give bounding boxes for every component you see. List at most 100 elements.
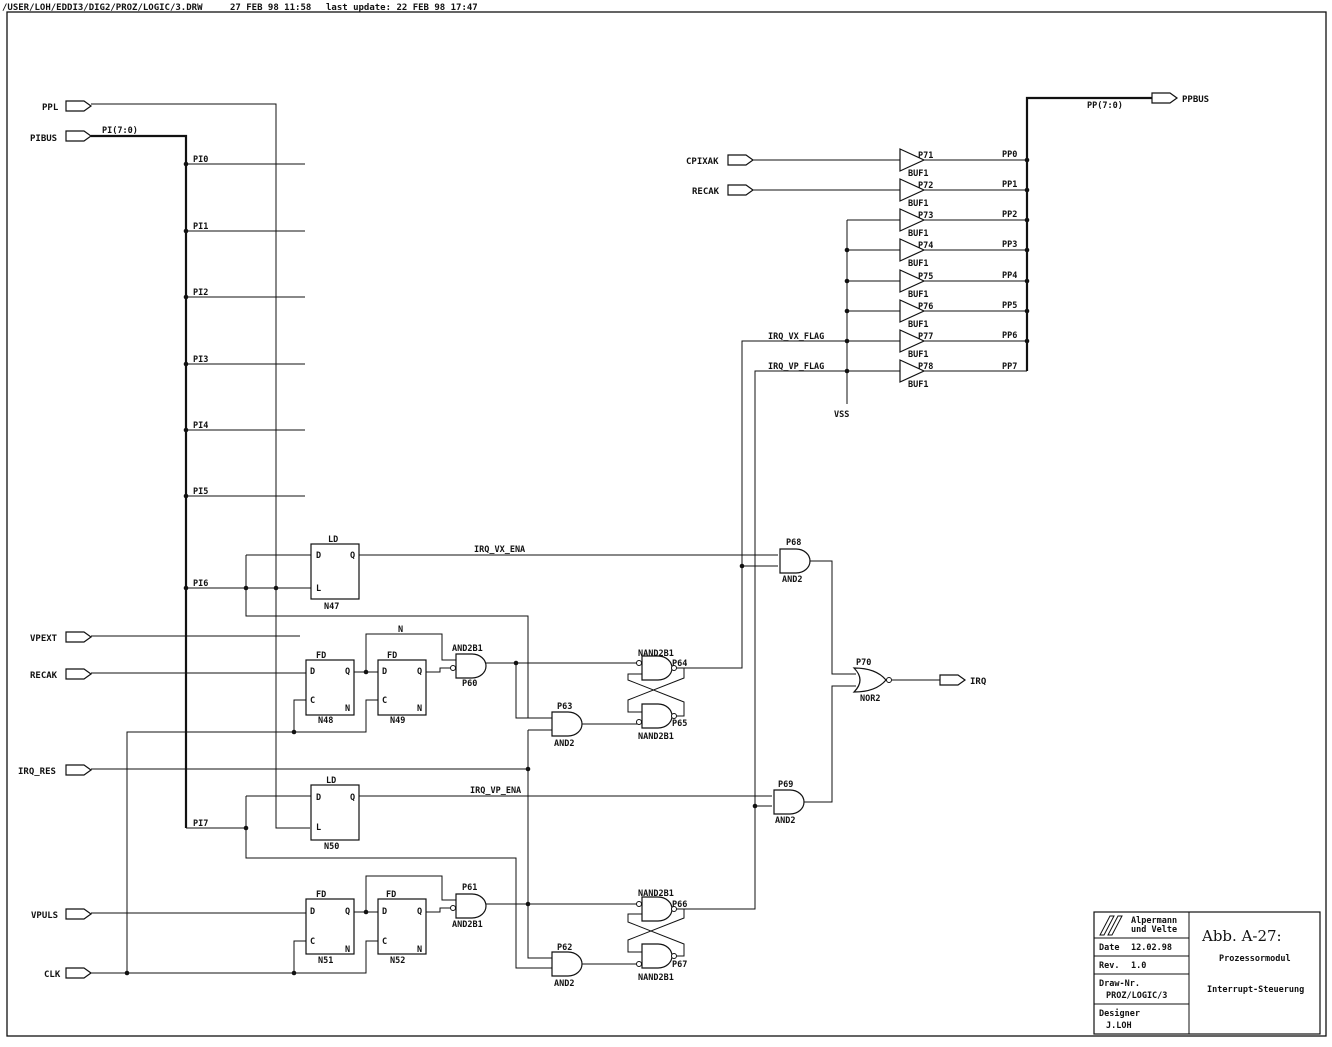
svg-text:C: C	[382, 696, 387, 706]
pi2-label: PI2	[193, 288, 208, 298]
svg-text:IRQ_RES: IRQ_RES	[18, 767, 56, 777]
svg-text:N: N	[417, 945, 422, 955]
svg-text:N50: N50	[324, 842, 339, 852]
gate-p62: P62 AND2	[551, 943, 583, 989]
gate-p65: P65 NAND2B1	[636, 703, 687, 742]
svg-text:AND2: AND2	[775, 816, 795, 826]
port-cpixak: CPIXAK	[686, 154, 755, 167]
flipflop-n52: FD D Q C N N52	[377, 890, 427, 966]
bus-label-pi: PI(7:0)	[102, 126, 138, 136]
figure-number: Abb. A-27:	[1201, 927, 1282, 945]
svg-text:BUF1: BUF1	[908, 320, 928, 330]
svg-text:N52: N52	[390, 956, 405, 966]
svg-text:P78: P78	[918, 362, 933, 372]
svg-text:Q: Q	[350, 551, 355, 561]
svg-text:LD: LD	[328, 535, 338, 545]
svg-text:Designer: Designer	[1099, 1008, 1140, 1019]
svg-text:P72: P72	[918, 181, 933, 191]
svg-text:AND2B1: AND2B1	[452, 644, 483, 654]
pi4-label: PI4	[193, 421, 208, 431]
pi-taps: PI0 PI1 PI2 PI3 PI4 PI5 PI6 PI7	[183, 155, 305, 829]
svg-text:BUF1: BUF1	[908, 350, 928, 360]
gate-p70: P70 NOR2	[852, 658, 892, 704]
svg-text:N49: N49	[390, 716, 405, 726]
svg-text:P71: P71	[918, 151, 933, 161]
net-irq-vp-flag: IRQ_VP_FLAG	[768, 362, 824, 372]
svg-text:D: D	[316, 793, 321, 803]
svg-text:P75: P75	[918, 272, 933, 282]
port-ppbus: PPBUS	[1151, 92, 1209, 105]
svg-text:P66: P66	[672, 900, 687, 910]
port-ppl: PPL	[42, 100, 93, 113]
svg-text:D: D	[310, 907, 315, 917]
gate-p64: NAND2B1 P64	[636, 649, 687, 681]
svg-text:BUF1: BUF1	[908, 259, 928, 269]
company-logo	[1099, 915, 1123, 936]
svg-text:P62: P62	[557, 943, 572, 953]
svg-text:12.02.98: 12.02.98	[1131, 943, 1172, 953]
svg-text:FD: FD	[386, 890, 396, 900]
svg-text:N51: N51	[318, 956, 333, 966]
figure-subtitle-2: Interrupt-Steuerung	[1207, 985, 1304, 995]
pi3-label: PI3	[193, 355, 208, 365]
svg-text:BUF1: BUF1	[908, 229, 928, 239]
svg-text:PROZ/LOGIC/3: PROZ/LOGIC/3	[1106, 991, 1167, 1001]
net-irq-vp-ena: IRQ_VP_ENA	[470, 786, 521, 796]
svg-text:Q: Q	[417, 667, 422, 677]
port-irq: IRQ	[939, 674, 987, 687]
flipflop-n49: FD D Q C N N49	[377, 651, 427, 726]
svg-text:P69: P69	[778, 780, 793, 790]
svg-text:Date: Date	[1099, 943, 1119, 953]
svg-text:BUF1: BUF1	[908, 290, 928, 300]
svg-text:P60: P60	[462, 679, 477, 689]
svg-text:FD: FD	[387, 651, 397, 661]
svg-text:PPL: PPL	[42, 103, 59, 113]
svg-text:PIBUS: PIBUS	[30, 134, 57, 144]
svg-text:PP6: PP6	[1002, 331, 1017, 341]
pp-labels: PP0 PP1 PP2 PP3 PP4 PP5 PP6 PP7	[1002, 150, 1017, 372]
svg-text:N: N	[345, 945, 350, 955]
svg-text:PP4: PP4	[1002, 271, 1017, 281]
svg-text:Alpermann: Alpermann	[1131, 916, 1177, 926]
file-date: 27 FEB 98 11:58	[230, 3, 311, 13]
svg-text:Q: Q	[345, 907, 350, 917]
latch-n50: LD D Q L N50	[310, 776, 360, 852]
svg-text:L: L	[316, 823, 321, 833]
svg-text:PP3: PP3	[1002, 240, 1017, 250]
pi7-label: PI7	[193, 819, 208, 829]
latch-n47: LD D Q L N47	[310, 535, 360, 612]
flipflop-n51: FD D Q C N N51	[305, 890, 355, 966]
svg-text:NAND2B1: NAND2B1	[638, 973, 674, 983]
port-recak-left: RECAK	[30, 668, 93, 681]
net-n: N	[398, 625, 403, 635]
svg-text:FD: FD	[316, 890, 326, 900]
pi1-label: PI1	[193, 222, 208, 232]
pi6-label: PI6	[193, 579, 208, 589]
svg-text:PP5: PP5	[1002, 301, 1017, 311]
svg-text:Q: Q	[350, 793, 355, 803]
svg-text:NAND2B1: NAND2B1	[638, 649, 674, 659]
port-recak-right: RECAK	[692, 184, 755, 197]
svg-text:AND2: AND2	[554, 739, 574, 749]
svg-text:D: D	[382, 667, 387, 677]
svg-text:N48: N48	[318, 716, 333, 726]
svg-text:N: N	[345, 704, 350, 714]
svg-text:P65: P65	[672, 719, 687, 729]
svg-text:CLK: CLK	[44, 970, 61, 980]
pi5-label: PI5	[193, 487, 208, 497]
gate-p66: NAND2B1 P66	[636, 889, 687, 922]
svg-text:CPIXAK: CPIXAK	[686, 157, 719, 167]
svg-text:D: D	[310, 667, 315, 677]
svg-text:LD: LD	[326, 776, 336, 786]
bus-label-pp: PP(7:0)	[1087, 101, 1123, 111]
svg-text:NAND2B1: NAND2B1	[638, 732, 674, 742]
svg-text:J.LOH: J.LOH	[1106, 1021, 1132, 1031]
svg-text:P77: P77	[918, 332, 933, 342]
pi0-label: PI0	[193, 155, 208, 165]
svg-text:Rev.: Rev.	[1099, 961, 1119, 971]
svg-text:AND2: AND2	[554, 979, 574, 989]
port-vpuls: VPULS	[31, 908, 93, 921]
svg-text:N47: N47	[324, 602, 339, 612]
svg-text:P70: P70	[856, 658, 871, 668]
